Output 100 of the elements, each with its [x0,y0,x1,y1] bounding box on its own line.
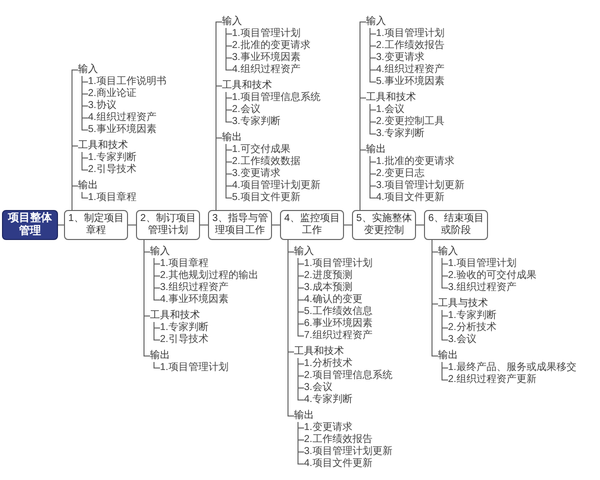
connector-line [72,186,78,210]
connector-line [128,224,136,226]
item-label: 3.组织过程资产 [448,282,516,294]
connector-line [370,28,376,82]
item-label: 1.项目章程 [88,192,136,204]
item-label: 2.变更控制工具 [376,116,444,128]
item-label: 4.组织过程资产 [376,64,444,76]
item-label: 2.其他规划过程的输出 [160,270,258,282]
item-label: 2.项目管理信息系统 [304,370,392,382]
phase-topic: 4、监控项目工作 [280,210,344,240]
connector-line [226,144,232,198]
item-label: 4.组织过程资产 [232,64,300,76]
connector-line [344,224,352,226]
item-label: 1.专家判断 [448,310,496,322]
phase-topic: 1、制定项目章程 [64,210,128,240]
item-label: 1.分析技术 [304,358,352,370]
item-label: 3.协议 [88,100,116,112]
category-label: 输入 [222,16,242,28]
category-label: 输出 [294,410,314,422]
item-label: 4.项目文件更新 [376,192,444,204]
item-label: 2.组织过程资产更新 [448,374,536,386]
category-label: 输入 [438,246,458,258]
phase-topic: 6、结束项目或阶段 [424,210,488,240]
connector-line [432,240,438,356]
connector-line [58,224,64,226]
item-label: 2.分析技术 [448,322,496,334]
connector-line [82,152,88,170]
item-label: 2.验收的可交付成果 [448,270,536,282]
item-label: 2.引导技术 [88,164,136,176]
category-label: 工具和技术 [78,140,128,152]
item-label: 1.项目章程 [160,258,208,270]
item-label: 7.组织过程资产 [304,330,372,342]
connector-line [154,258,160,300]
item-label: 5.项目文件更新 [232,192,300,204]
item-label: 1.变更请求 [304,422,352,434]
item-label: 2.批准的变更请求 [232,40,310,52]
category-label: 输出 [366,144,386,156]
item-label: 3.会议 [304,382,332,394]
connector-line [144,240,150,356]
category-label: 输出 [222,132,242,144]
connector-line [226,92,232,122]
item-label: 1.可交付成果 [232,144,290,156]
item-label: 3.项目管理计划更新 [304,446,392,458]
connector-line [298,258,304,336]
item-label: 1.最终产品、服务或成果移交 [448,362,576,374]
connector-line [442,258,448,288]
item-label: 3.会议 [448,334,476,346]
item-label: 3.成本预测 [304,282,352,294]
item-label: 2.进度预测 [304,270,352,282]
connector-line [370,156,376,198]
connector-line [288,240,294,416]
item-label: 4.事业环境因素 [160,294,228,306]
item-label: 1.项目管理计划 [160,362,228,374]
item-label: 2.工作绩效报告 [376,40,444,52]
category-label: 输出 [150,350,170,362]
item-label: 2.会议 [232,104,260,116]
connector-line [298,358,304,400]
item-label: 3.变更请求 [376,52,424,64]
item-label: 1.批准的变更请求 [376,156,454,168]
connector-line [442,362,448,380]
connector-line [272,224,280,226]
item-label: 3.专家判断 [376,128,424,140]
item-label: 4.组织过程资产 [88,112,156,124]
connector-line [298,422,304,464]
phase-topic: 3、指导与管理项目工作 [208,210,272,240]
connector-line [154,362,160,368]
category-label: 输入 [366,16,386,28]
category-label: 输入 [78,64,98,76]
item-label: 1.专家判断 [88,152,136,164]
item-label: 2.引导技术 [160,334,208,346]
connector-line [226,28,232,70]
item-label: 4.确认的变更 [304,294,362,306]
category-label: 工具和技术 [366,92,416,104]
connector-line [82,76,88,130]
phase-topic: 2、制订项目管理计划 [136,210,200,240]
connector-line [370,104,376,134]
item-label: 5.事业环境因素 [376,76,444,88]
phase-topic: 5、实施整体变更控制 [352,210,416,240]
item-label: 6.事业环境因素 [304,318,372,330]
item-label: 2.工作绩效报告 [304,434,372,446]
item-label: 1.会议 [376,104,404,116]
item-label: 2.商业论证 [88,88,136,100]
item-label: 3.项目管理计划更新 [376,180,464,192]
connector-line [216,138,222,210]
root-topic: 项目整体管理 [2,210,58,240]
item-label: 1.项目管理计划 [376,28,444,40]
item-label: 1.项目管理计划 [448,258,516,270]
item-label: 1.项目管理信息系统 [232,92,320,104]
item-label: 1.项目管理计划 [232,28,300,40]
category-label: 输出 [78,180,98,192]
item-label: 4.项目文件更新 [304,458,372,470]
item-label: 1.项目工作说明书 [88,76,166,88]
category-label: 输入 [150,246,170,258]
item-label: 3.变更请求 [232,168,280,180]
connector-line [82,192,88,198]
item-label: 1.项目管理计划 [304,258,372,270]
connector-line [360,150,366,210]
item-label: 2.变更日志 [376,168,424,180]
category-label: 工具和技术 [150,310,200,322]
category-label: 输入 [294,246,314,258]
